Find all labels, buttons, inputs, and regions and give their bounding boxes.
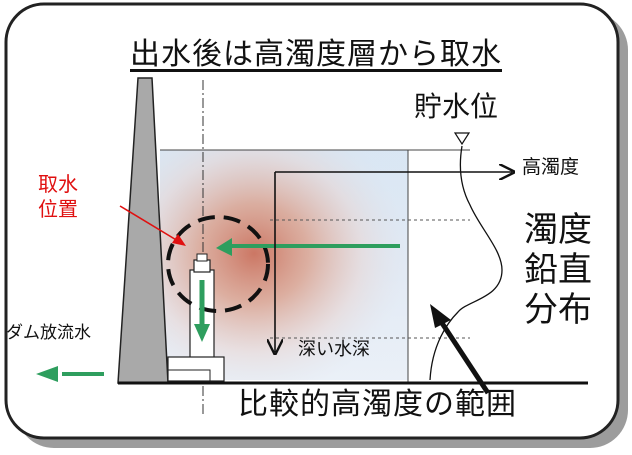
red-pointer-arrow-icon — [119, 205, 179, 242]
intake-gate — [193, 259, 211, 273]
pointer-arrow-head — [430, 304, 451, 328]
vertical-distribution-label: 濁度 鉛直 分布 — [524, 210, 592, 330]
vertical-distribution-line2: 鉛直 — [524, 250, 592, 291]
water-level-triangle-icon — [453, 132, 471, 146]
red-pointer-arrow-head — [172, 234, 186, 246]
intake-position-line2: 位置 — [38, 197, 78, 221]
profile-area — [408, 150, 558, 380]
intake-gate-top — [196, 253, 208, 262]
high-turbidity-range-label: 比較的高濁度の範囲 — [238, 387, 517, 422]
downflow-arrow-head — [194, 324, 210, 342]
vertical-distribution-line1: 濁度 — [524, 210, 592, 250]
water-level-label: 貯水位 — [414, 90, 499, 123]
pointer-arrow-icon — [437, 318, 491, 395]
deep-water-label: 深い水深 — [298, 339, 370, 360]
intake-area-circle — [166, 215, 270, 313]
dam-outflow-label: ダム放流水 — [6, 323, 91, 343]
intake-position-line1: 取水 — [38, 172, 78, 196]
vertical-distribution-line3: 分布 — [524, 290, 592, 331]
high-turbidity-label: 高濁度 — [522, 156, 580, 178]
intake-base — [167, 356, 225, 382]
outflow-conduit — [168, 369, 211, 381]
diagram-title: 出水後は高濁度層から取水 — [130, 37, 502, 72]
intake-position-label: 取水 位置 — [38, 172, 78, 222]
inflow-arrow-head — [216, 238, 232, 256]
turbidity-profile-curve — [429, 145, 503, 381]
outflow-arrow-head — [36, 366, 58, 382]
